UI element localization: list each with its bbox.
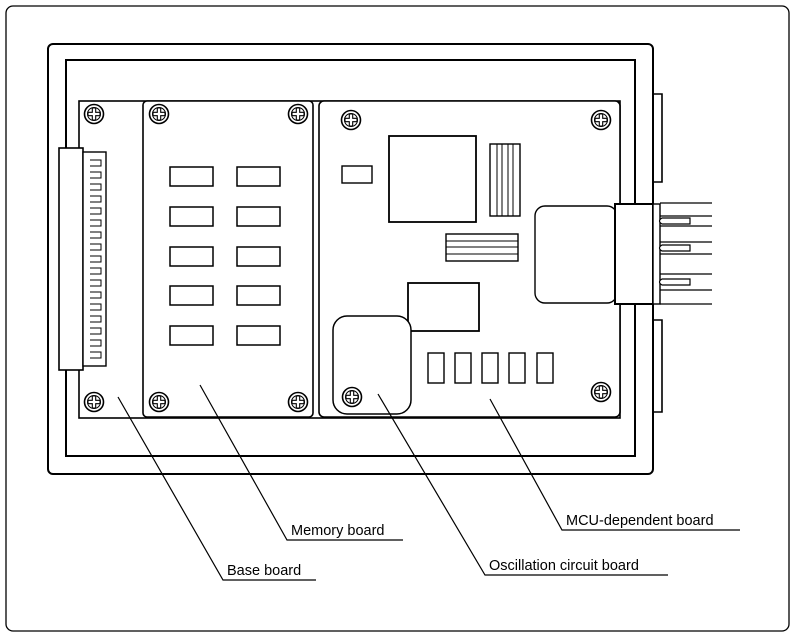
- connector-pin: [90, 195, 102, 203]
- phillips-screw-icon: [590, 109, 612, 131]
- phillips-screw-icon: [83, 103, 105, 125]
- phillips-screw-icon: [341, 386, 363, 408]
- phillips-screw-icon: [340, 109, 362, 131]
- connector-pin: [90, 351, 102, 359]
- phillips-screw-icon: [148, 391, 170, 413]
- connector-pin: [90, 243, 102, 251]
- mcu-components: [341, 135, 618, 384]
- memory-board-label: Memory board: [291, 523, 384, 539]
- edge-connector: [58, 147, 107, 371]
- connector-pin: [90, 219, 102, 227]
- connector-pin: [90, 183, 102, 191]
- oscillation-circuit-board-label: Oscillation circuit board: [489, 558, 639, 574]
- memory-board: [142, 100, 314, 418]
- connector-pin: [90, 231, 102, 239]
- memory-chips: [169, 166, 281, 346]
- connector-pin: [90, 303, 102, 311]
- page-frame: [5, 5, 790, 632]
- connector-pin: [90, 267, 102, 275]
- connector-pin: [90, 159, 102, 167]
- phillips-screw-icon: [287, 391, 309, 413]
- connector-pin: [90, 327, 102, 335]
- leader-lines: [117, 384, 740, 581]
- connector-pin: [90, 315, 102, 323]
- phillips-screw-icon: [287, 103, 309, 125]
- phillips-screw-icon: [83, 391, 105, 413]
- phillips-screw-icon: [148, 103, 170, 125]
- case-tab-upper: [653, 93, 663, 183]
- connector-pin: [90, 171, 102, 179]
- mcu-dependent-board-label: MCU-dependent board: [566, 513, 714, 529]
- connector-pin: [90, 291, 102, 299]
- base-board-label: Base board: [227, 563, 301, 579]
- phillips-screw-icon: [590, 381, 612, 403]
- cable-connector: [614, 202, 712, 305]
- connector-pin: [90, 255, 102, 263]
- connector-pin: [90, 279, 102, 287]
- case-tab-lower: [653, 319, 663, 413]
- connector-pin: [90, 339, 102, 347]
- connector-pin: [90, 207, 102, 215]
